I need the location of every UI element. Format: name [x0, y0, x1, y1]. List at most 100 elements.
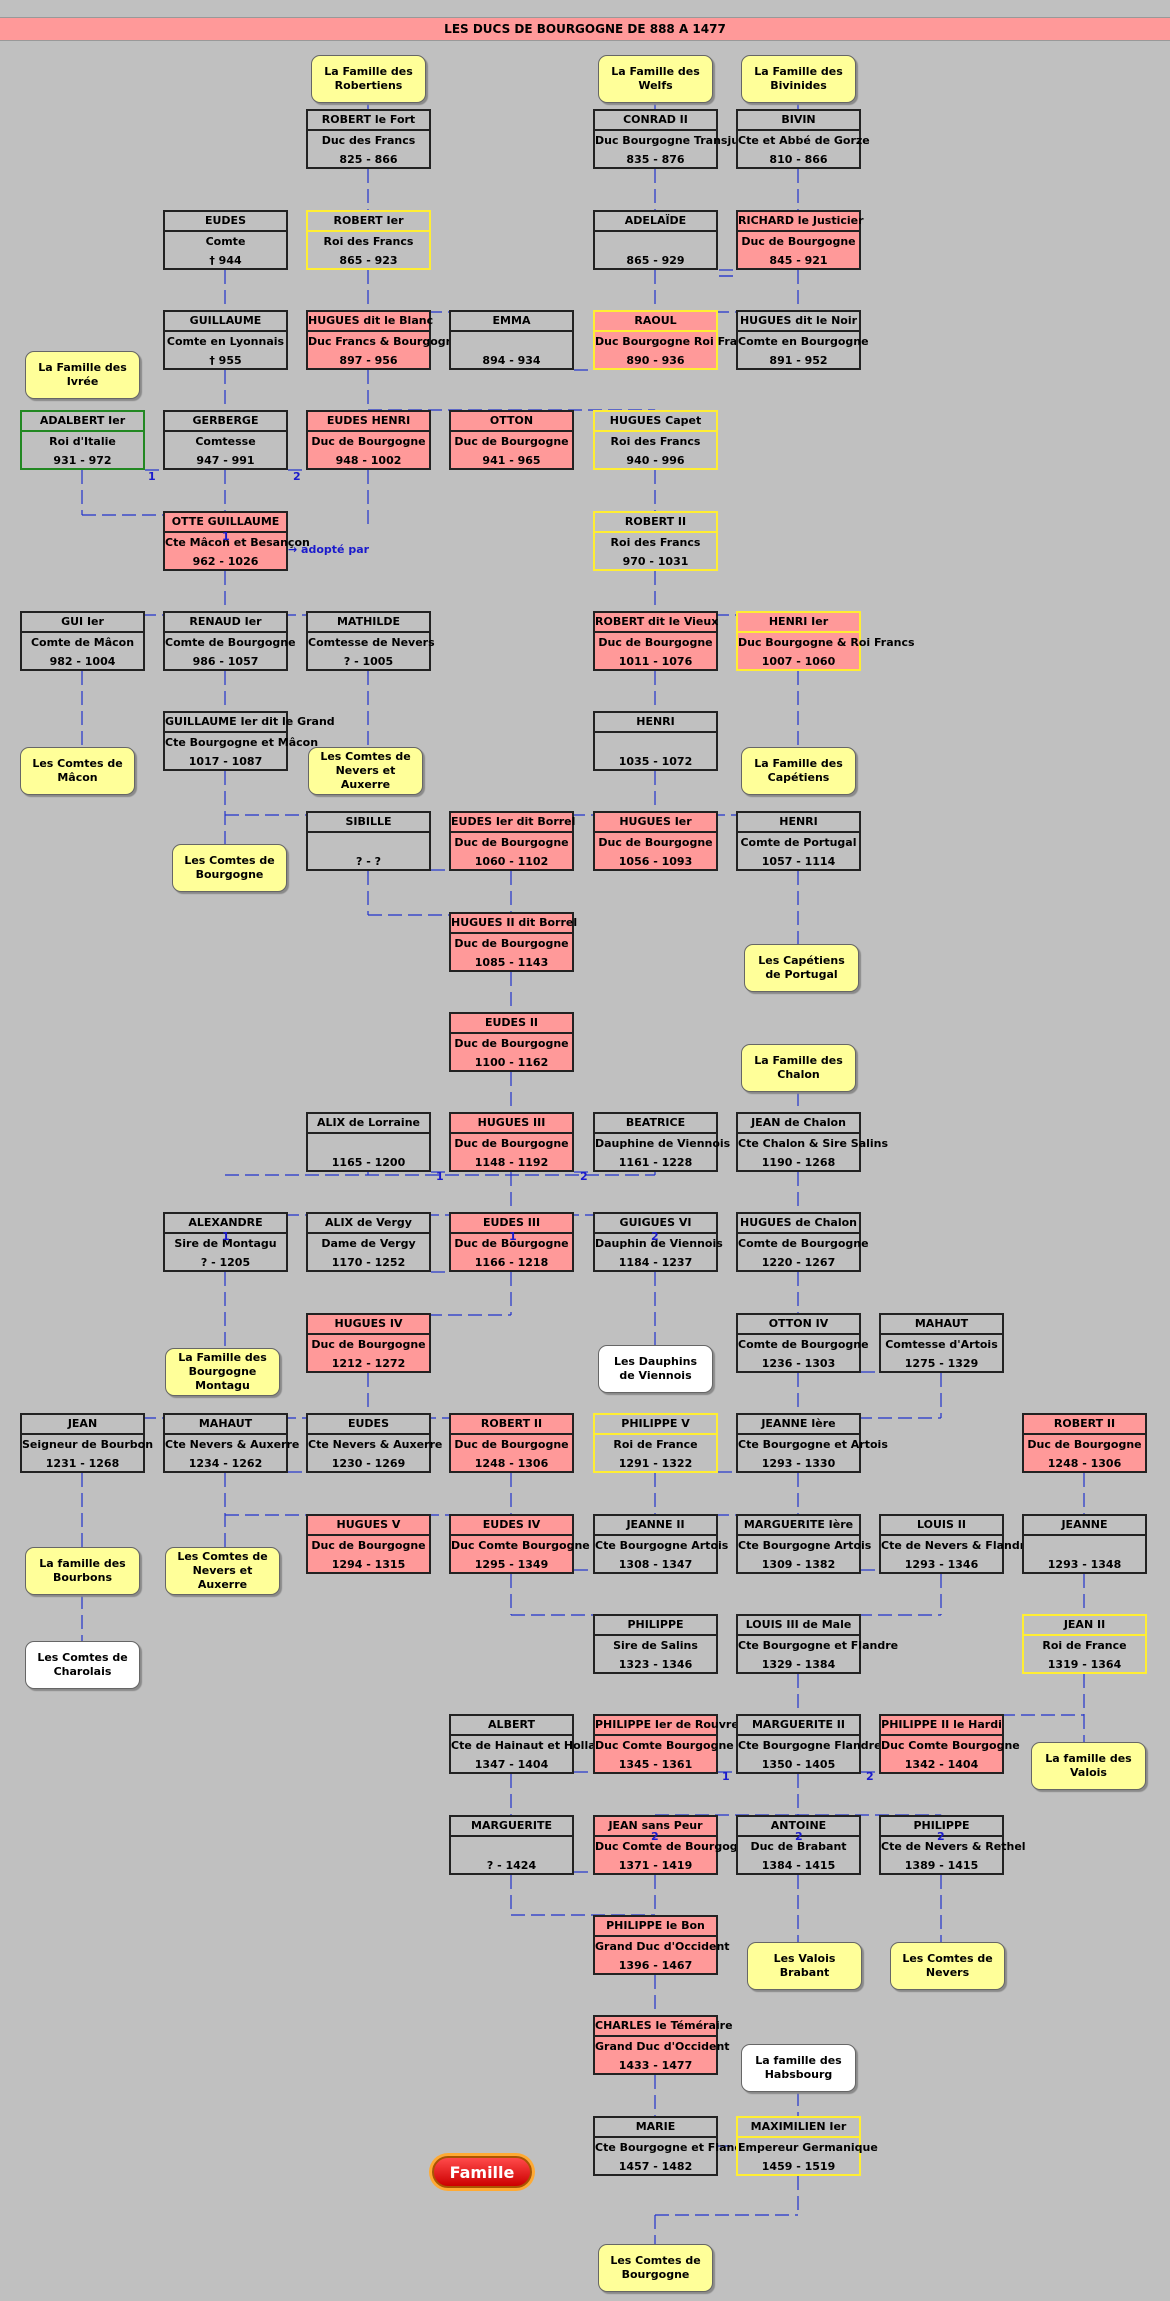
person-name: ROBERT le Fort [308, 111, 429, 131]
family-link-montagu[interactable]: La Famille des Bourgogne Montagu [165, 1348, 280, 1396]
person-dates: 1190 - 1268 [761, 1156, 836, 1169]
family-link-bivinides[interactable]: La Famille des Bivinides [741, 55, 856, 103]
famille-button[interactable]: Famille [432, 2156, 532, 2188]
family-link-chalon[interactable]: La Famille des Chalon [741, 1044, 856, 1092]
person-title: Duc de Bourgogne [598, 636, 713, 649]
person-name: ALIX de Vergy [308, 1214, 429, 1234]
family-link-welfs[interactable]: La Famille des Welfs [598, 55, 713, 103]
family-link-bourbons[interactable]: La famille des Bourbons [25, 1547, 140, 1595]
family-link-comtes-bourgogne2[interactable]: Les Comtes de Bourgogne [598, 2244, 713, 2292]
family-link-comtes-bourgogne1[interactable]: Les Comtes de Bourgogne [172, 844, 287, 892]
person-name: HUGUES Capet [595, 412, 716, 432]
person-name: HENRI Ier [738, 613, 859, 633]
person-marguerite-b[interactable]: MARGUERITE? - 1424 [449, 1815, 574, 1875]
family-link-charolais[interactable]: Les Comtes de Charolais [25, 1641, 140, 1689]
family-link-macon[interactable]: Les Comtes de Mâcon [20, 747, 135, 795]
family-link-dauphins[interactable]: Les Dauphins de Viennois [598, 1345, 713, 1393]
family-link-robertiens[interactable]: La Famille des Robertiens [311, 55, 426, 103]
family-link-capetiens[interactable]: La Famille des Capétiens [741, 747, 856, 795]
family-link-comtes-nevers[interactable]: Les Comtes de Nevers [890, 1942, 1005, 1990]
person-name: PHILIPPE Ier de Rouvres [595, 1716, 745, 1736]
family-link-ivree[interactable]: La Famille des Ivrée [25, 351, 140, 399]
family-link-habsbourg[interactable]: La famille des Habsbourg [741, 2044, 856, 2092]
person-sibille[interactable]: SIBILLE? - ? [306, 811, 431, 871]
family-link-nevers-auxerre2[interactable]: Les Comtes de Nevers et Auxerre [165, 1547, 280, 1595]
family-link-capetiens-portugal[interactable]: Les Capétiens de Portugal [744, 944, 859, 992]
family-link-nevers-auxerre1[interactable]: Les Comtes de Nevers et Auxerre [308, 747, 423, 795]
family-link-valois[interactable]: La famille des Valois [1031, 1742, 1146, 1790]
family-link-valois-brabant[interactable]: Les Valois Brabant [747, 1942, 862, 1990]
